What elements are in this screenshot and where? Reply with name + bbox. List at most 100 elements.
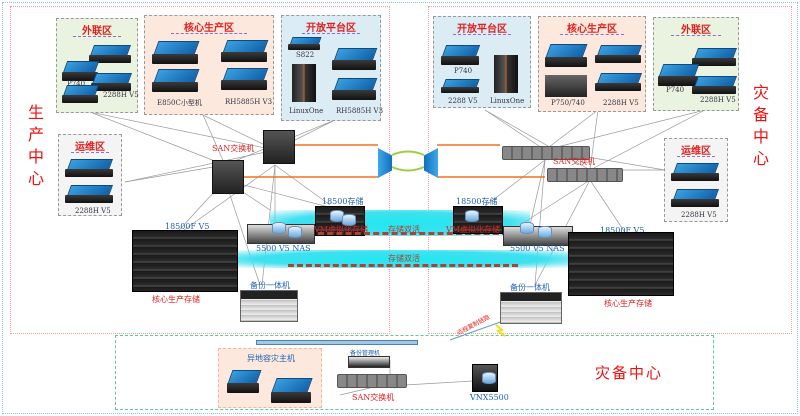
server-label-linuxone: LinuxOne [490,97,525,105]
prod-18500f-storage-icon [132,230,238,292]
disk-icon [538,226,552,238]
prod-core-storage-label: 核心生产存储 [152,295,200,304]
dr-nas-label: 5500 V5 NAS [510,244,565,253]
mainframe-icon [494,55,518,93]
server-label-2288h: 2288H V5 [75,207,111,215]
server-label-rh5885h: RH5885H V3 [225,98,273,106]
server-label-2288h: 2288H V5 [603,99,639,107]
zone-underline [670,35,722,36]
zone-underline [560,34,624,35]
zone-underline [677,156,715,157]
prod-zone-ops: 运维区 2288H V5 [58,134,122,216]
server-icon [332,76,377,100]
server-icon [595,43,642,63]
server-label-2288h: 2288H V5 [681,211,717,219]
mainframe-icon [292,64,316,102]
disk-icon [288,226,302,238]
server-label-2288h: 2288H V5 [103,91,139,99]
zone-title: 外联区 [82,26,112,37]
prod-zone-open: 开放平台区 S822 LinuxOne RH5885H V3 [281,15,384,121]
server-label-e850c: E850C小型机 [157,99,202,107]
server-label-p740: P740 [67,80,86,88]
dr-vm-storage-label: VM虚拟化存储 [446,225,500,234]
dr-zone-ops: 运维区 2288H V5 [664,138,728,222]
storage-active-active-top-label: 存储双活 [388,225,420,234]
zone-title: 核心生产区 [567,24,617,35]
server-icon [271,375,313,403]
dr-zone-open: 开放平台区 P740 2288 V5 LinuxOne [433,16,531,108]
server-icon [221,38,268,62]
server-icon [91,71,132,91]
server-label-p750: P750/740 [551,99,585,107]
server-label-p740: P740 [666,86,685,94]
dr-backup-label: 备份一体机 [510,283,550,292]
zone-underline [73,36,121,37]
disk-icon [342,214,356,226]
vnx5500-label: VNX5500 [470,393,509,402]
prod-backup-label: 备份一体机 [250,281,290,290]
remote-host-zone: 异地容灾主机 [218,348,322,408]
server-label-linuxone: LinuxOne [289,107,324,115]
server-icon [441,43,481,65]
server-icon [152,66,199,92]
server-icon [545,41,589,67]
dr-18500f-label: 18500F V5 [600,226,645,235]
vm-storage-link-arrow [318,232,508,235]
disk-icon [272,222,286,234]
remote-san-switch [337,374,407,388]
prod-san-switch-label: SAN交换机 [212,144,255,153]
prod-18500f-label: 18500F V5 [165,222,210,231]
storage-active-active-label: 存储双活 [388,254,420,263]
server-icon [692,46,737,66]
server-icon [89,43,132,63]
prod-san-switch-1 [212,160,244,194]
server-label-s822: S822 [296,51,315,59]
disk-icon [520,222,534,234]
disk-icon [482,372,496,384]
zone-title: 开放平台区 [306,23,356,34]
server-label-rh5885h: RH5885H V3 [336,107,384,115]
server-icon [65,183,114,203]
server-icon [288,36,321,50]
dr-san-switch-2 [547,168,623,182]
zone-title: 开放平台区 [457,24,507,35]
zone-underline [170,33,248,34]
prod-zone-core: 核心生产区 E850C小型机 RH5885H V3 [144,15,274,115]
prod-backup-appliance-icon [240,290,298,322]
zone-underline [301,33,361,34]
dr-core-storage-label: 核心生产存储 [604,299,652,308]
dwdm-coupler-right-icon [424,148,438,178]
server-icon [332,46,377,70]
dr-center-title: 灾备中心 [752,83,769,168]
production-center-title: 生产中心 [27,103,44,188]
server-icon [671,187,720,207]
dr-san-switch-label: SAN交换机 [553,157,596,166]
server-icon [658,62,700,86]
remote-dr-title: 灾备中心 [595,364,664,382]
zone-underline [453,34,511,35]
prod-san-switch-2 [263,130,295,164]
dwdm-coupler-left-icon [378,148,392,178]
server-icon [671,161,720,181]
prod-zone-external: 外联区 P740 2288H V5 [56,18,139,113]
prod-vm-storage-label: VM虚拟化存储 [314,225,368,234]
server-icon [221,66,268,90]
disk-icon [465,210,479,222]
server-label-2288v5: 2288 V5 [448,97,478,105]
dr-18500-label: 18500存储 [456,197,498,206]
remote-backup-mgr-icon [348,356,390,368]
remote-san-switch-label: SAN交换机 [352,393,395,402]
server-icon [62,83,100,103]
remote-host-zone-title: 异地容灾主机 [247,354,295,363]
server-icon [227,367,261,393]
server-icon [62,59,100,81]
server-icon [595,71,642,91]
server-icon [152,38,199,64]
dr-18500f-storage-icon [568,232,674,296]
server-icon [65,157,114,177]
zone-title: 核心生产区 [184,23,234,34]
storage-active-active-beam [230,250,570,268]
dr-zone-external: 外联区 P740 2288H V5 [653,17,739,111]
remote-bus-bar [256,340,418,345]
